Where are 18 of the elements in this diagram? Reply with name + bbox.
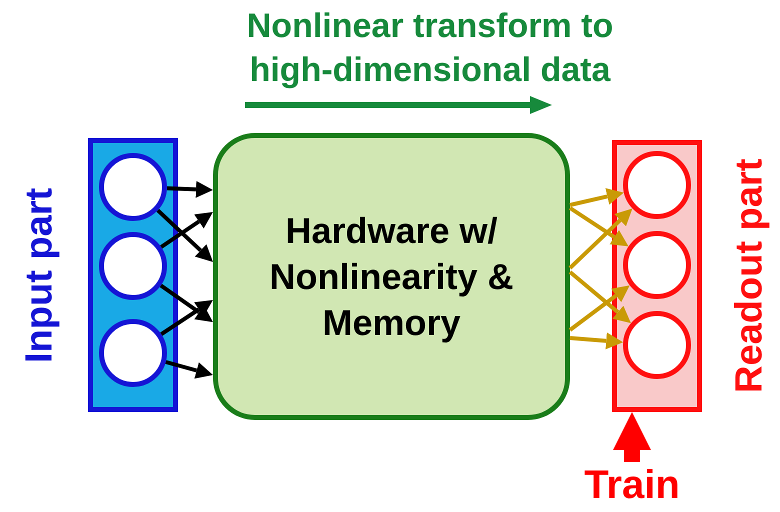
arrow — [165, 360, 213, 379]
box-label: Hardware w/ Nonlinearity & Memory — [268, 208, 515, 344]
arrow — [166, 180, 213, 198]
train-label: Train — [572, 462, 692, 508]
arrow — [160, 300, 213, 336]
panel-title: Readout part — [728, 158, 772, 396]
arrow — [568, 208, 632, 270]
arrow — [570, 332, 624, 350]
transform-label: Nonlinear transform to high-dimensional data — [246, 6, 614, 91]
arrow — [568, 270, 631, 324]
arrow — [613, 412, 651, 462]
panel-title: Input part — [18, 186, 62, 365]
hardware-box — [213, 133, 570, 420]
arrow — [156, 208, 213, 262]
arrow — [568, 285, 630, 332]
arrow — [570, 188, 624, 207]
arrow — [568, 206, 628, 246]
arrow — [160, 284, 214, 322]
